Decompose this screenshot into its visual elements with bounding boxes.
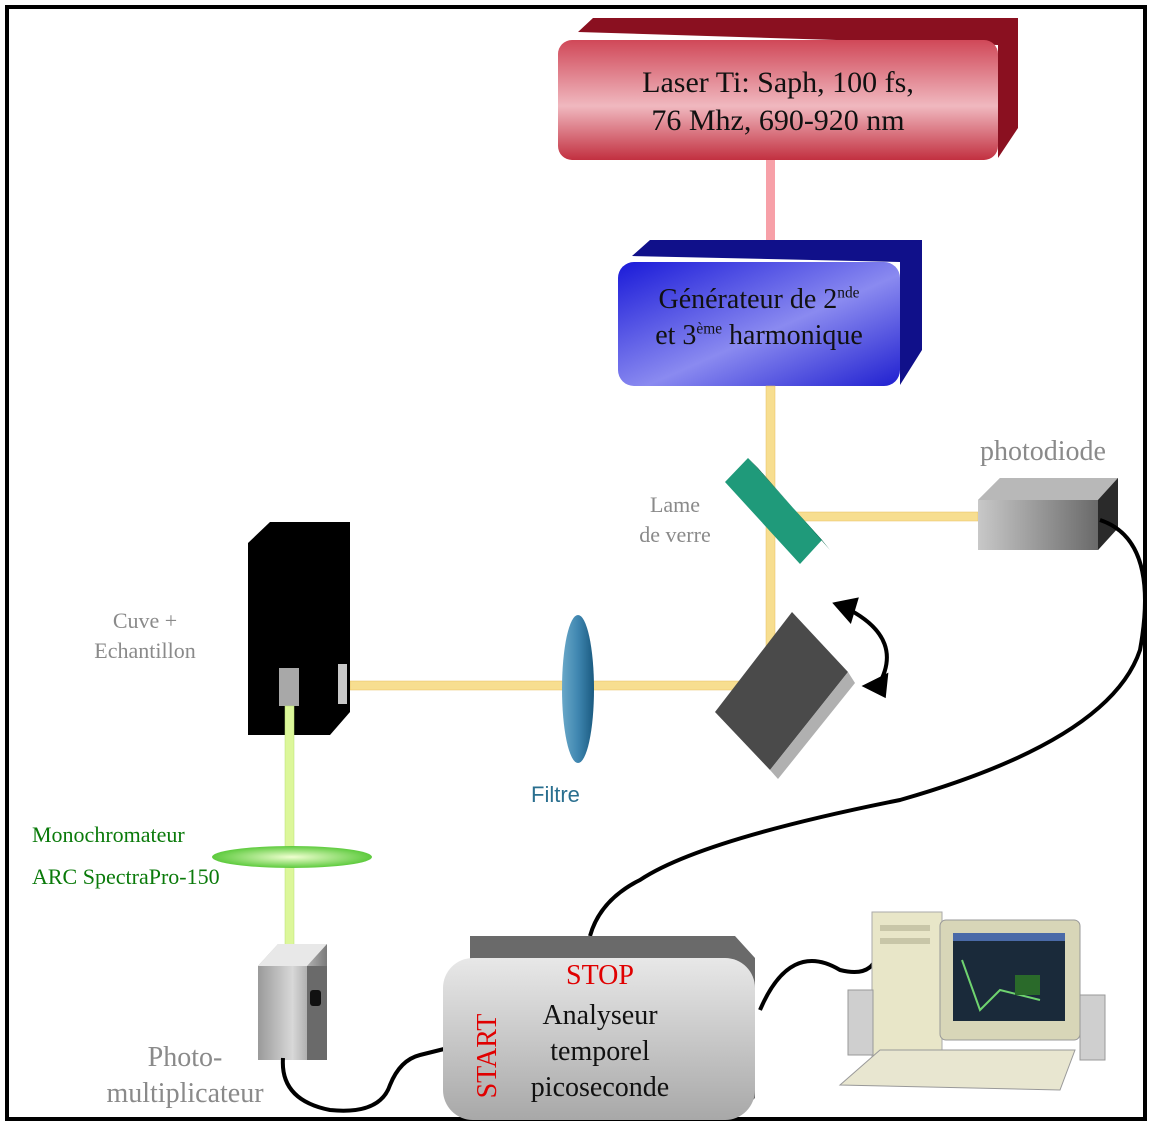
photodiode-label: photodiode (980, 436, 1106, 467)
rotation-arrow (832, 597, 889, 699)
generator-line1-sup: nde (837, 284, 860, 302)
glass-plate-label: Lame de verre (620, 490, 730, 550)
filter-label: Filtre (531, 782, 580, 807)
cuvette-line1: Cuve + (112, 608, 178, 633)
generator-label: Générateur de 2nde et 3ème harmonique (618, 282, 900, 354)
photomultiplier-line2: multiplicateur (106, 1078, 264, 1109)
analyzer-line1: Analyseur (542, 1000, 658, 1031)
laser-box (558, 18, 1018, 160)
photomultiplier-line1: Photo- (147, 1042, 223, 1073)
red-beam (766, 160, 775, 240)
monochromator-label: Monochromateur ARC SpectraPro-150 (32, 822, 220, 890)
glass-plate (725, 458, 830, 564)
analyzer-label: Analyseur temporel picoseconde (500, 998, 700, 1106)
generator-line1-text: Générateur de 2 (658, 284, 838, 315)
generator-line2-text: et 3 (655, 320, 697, 351)
laser-line1: Laser Ti: Saph, 100 fs, (642, 66, 914, 99)
photodiode-box (978, 478, 1118, 550)
glass-plate-line1: Lame (649, 492, 701, 517)
generator-line2-sup: ème (696, 320, 723, 338)
analyzer-box (443, 936, 755, 1120)
glass-plate-line2: de verre (639, 522, 711, 547)
computer (838, 911, 1106, 1091)
generator-line1: Générateur de 2nde (618, 282, 900, 318)
photomultiplier (258, 944, 327, 1060)
cuvette-label: Cuve + Echantillon (80, 606, 210, 666)
monochromator-lens (212, 846, 372, 868)
photomultiplier-label: Photo- multiplicateur (100, 1040, 270, 1112)
monochromator-line2: ARC SpectraPro-150 (32, 864, 220, 889)
monochromator-line1: Monochromateur (32, 822, 185, 847)
filter-lens (562, 615, 594, 763)
generator-line2-suffix: harmonique (722, 320, 863, 351)
generator-box (618, 240, 922, 386)
analyzer-line3: picoseconde (530, 1072, 670, 1103)
green-beam (284, 705, 295, 955)
laser-line2: 76 Mhz, 690-920 nm (651, 104, 905, 137)
rotating-mirror (715, 612, 855, 779)
analyzer-line2: temporel (550, 1036, 650, 1067)
cuvette-line2: Echantillon (94, 638, 196, 663)
analyzer-stop-label: STOP (566, 960, 634, 991)
generator-line2: et 3ème harmonique (618, 318, 900, 354)
cuvette (248, 522, 350, 735)
laser-label: Laser Ti: Saph, 100 fs, 76 Mhz, 690-920 … (558, 64, 998, 140)
